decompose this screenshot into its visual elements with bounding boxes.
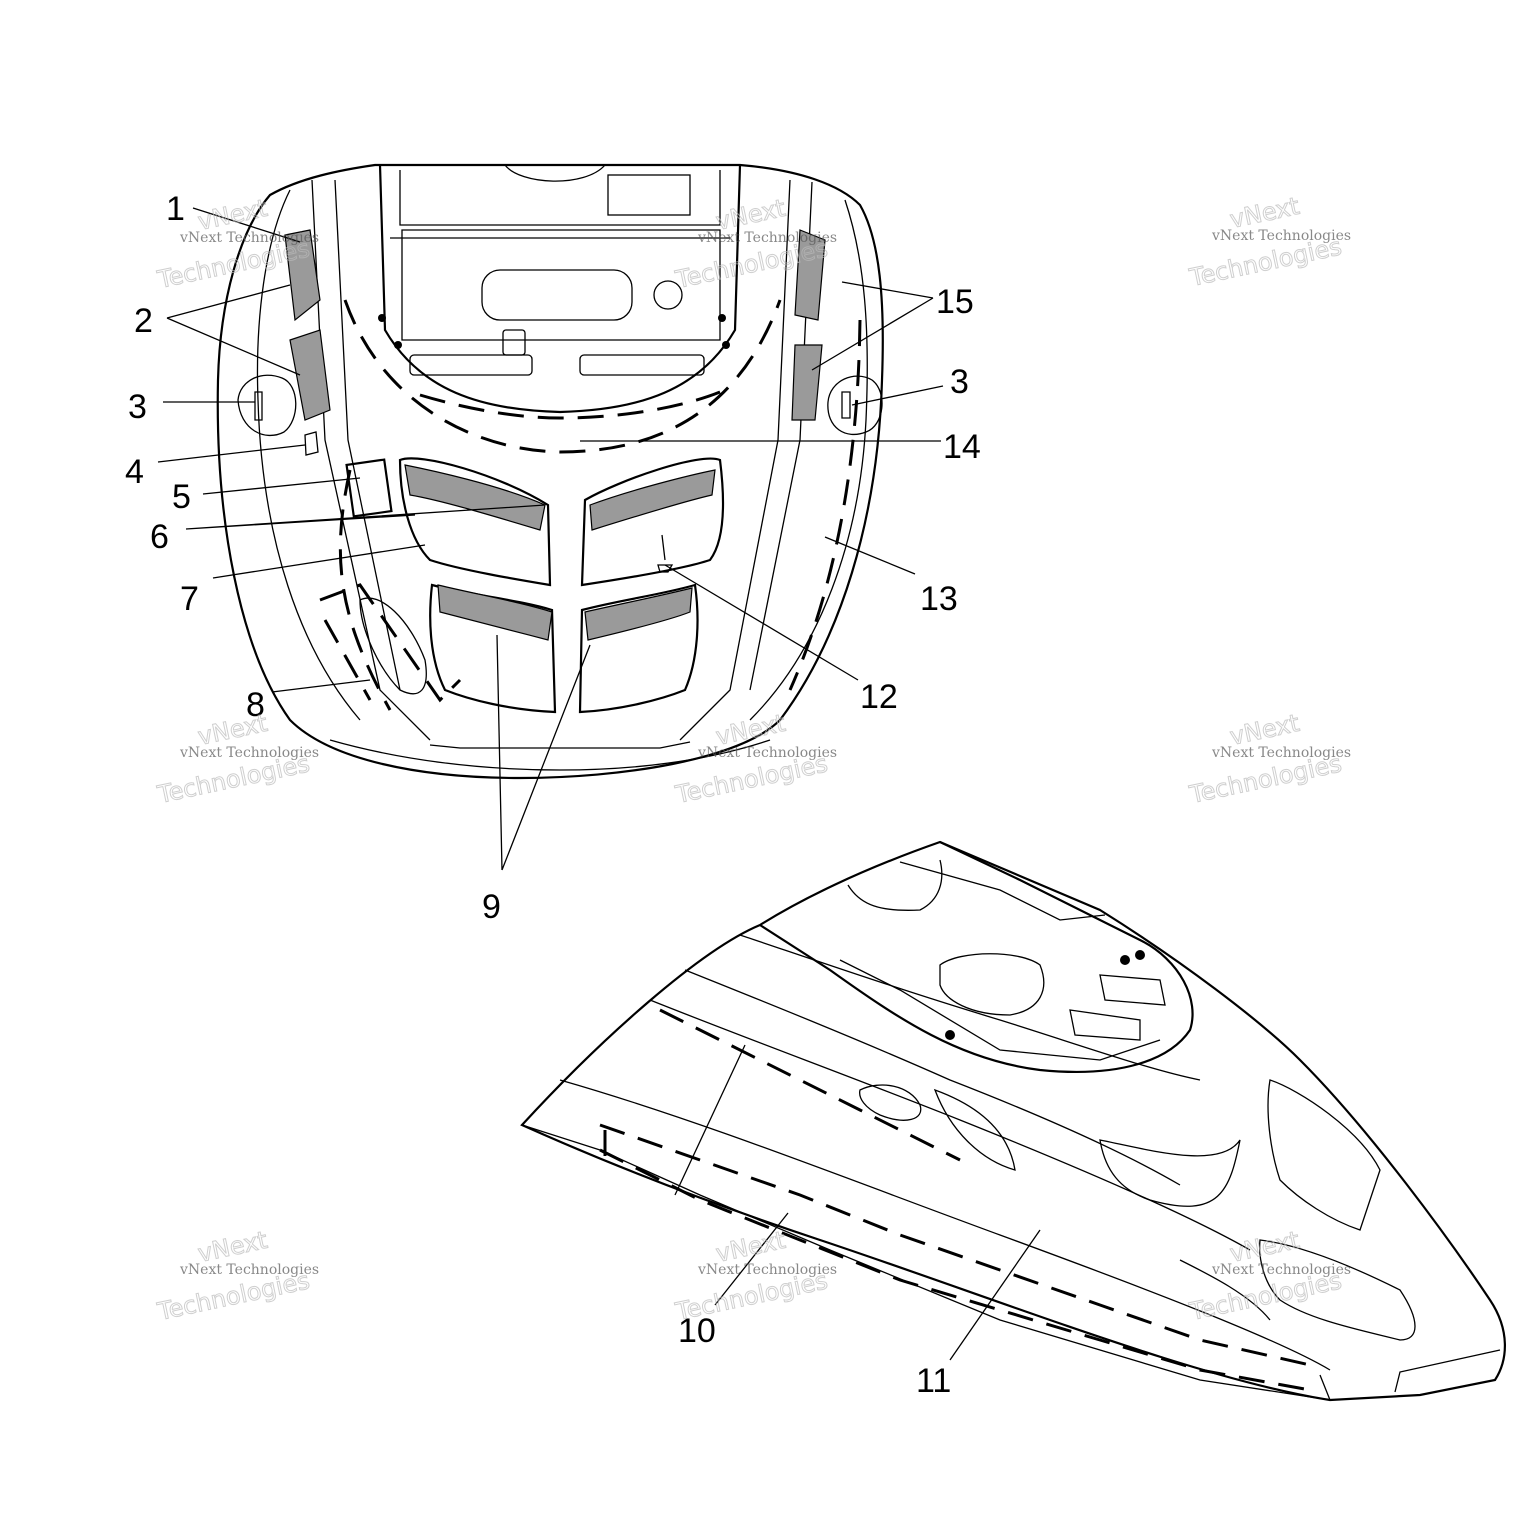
svg-text:vNext Technologies: vNext Technologies bbox=[697, 1262, 837, 1278]
watermark: vNext vNext Technologies Technologies bbox=[1186, 708, 1351, 809]
svg-text:vNext Technologies: vNext Technologies bbox=[1211, 745, 1351, 761]
leader-lines bbox=[157, 207, 1041, 1361]
hood-front-view bbox=[216, 163, 884, 780]
callout-5: 5 bbox=[172, 478, 191, 516]
callout-7: 7 bbox=[180, 580, 199, 618]
callout-3-right: 3 bbox=[950, 363, 969, 401]
svg-text:vNext Technologies: vNext Technologies bbox=[1211, 1262, 1351, 1278]
callout-14: 14 bbox=[943, 428, 981, 466]
callout-labels: 1 2 3 3 4 5 6 7 8 9 10 11 12 13 14 15 bbox=[125, 190, 981, 1400]
svg-text:vNext Technologies: vNext Technologies bbox=[1211, 228, 1351, 244]
callout-12: 12 bbox=[860, 678, 898, 716]
svg-text:vNext Technologies: vNext Technologies bbox=[179, 230, 319, 246]
watermarks: vNext vNext Technologies Technologies vN… bbox=[154, 191, 1351, 1326]
svg-text:vNext Technologies: vNext Technologies bbox=[179, 745, 319, 761]
svg-text:vNext Technologies: vNext Technologies bbox=[179, 1262, 319, 1278]
callout-3-left: 3 bbox=[128, 388, 147, 426]
watermark: vNext vNext Technologies Technologies bbox=[1186, 191, 1351, 292]
watermark: vNext vNext Technologies Technologies bbox=[672, 708, 837, 809]
callout-6: 6 bbox=[150, 518, 169, 556]
callout-13: 13 bbox=[920, 580, 958, 618]
watermark: vNext vNext Technologies Technologies bbox=[154, 708, 319, 809]
callout-2: 2 bbox=[134, 302, 153, 340]
callout-10: 10 bbox=[678, 1312, 716, 1350]
watermark: vNext vNext Technologies Technologies bbox=[1186, 1225, 1351, 1326]
callout-4: 4 bbox=[125, 453, 144, 491]
watermark: vNext vNext Technologies Technologies bbox=[154, 1225, 319, 1326]
callout-9: 9 bbox=[482, 888, 501, 926]
callout-11: 11 bbox=[916, 1362, 951, 1400]
callout-1: 1 bbox=[166, 190, 185, 228]
callout-15: 15 bbox=[936, 283, 974, 321]
callout-8: 8 bbox=[246, 686, 265, 724]
hood-side-view bbox=[520, 840, 1506, 1402]
svg-text:vNext Technologies: vNext Technologies bbox=[697, 745, 837, 761]
watermark: vNext vNext Technologies Technologies bbox=[672, 1225, 837, 1326]
svg-text:vNext Technologies: vNext Technologies bbox=[697, 230, 837, 246]
